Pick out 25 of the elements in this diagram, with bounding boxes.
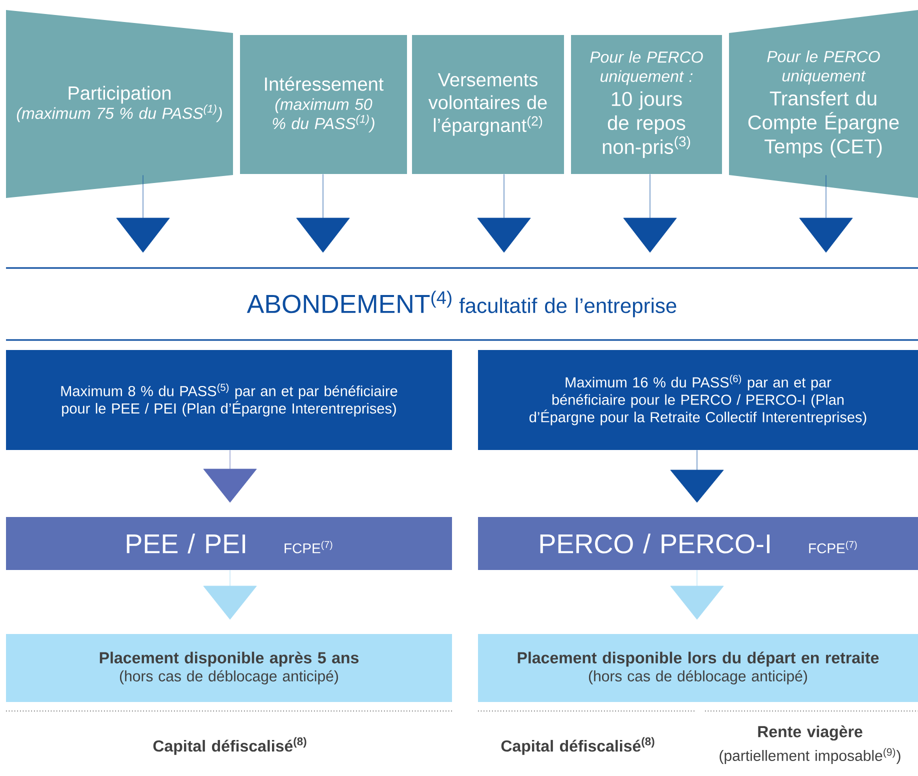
limit-box: Maximum 8 % du PASS$^{(5)}$ par an et par bénéficiaire pour le PEE / PEI (Plan d’Épargne Interentreprises)	[6, 350, 452, 450]
availability-box: Placement disponible après 5 ans (hors cas de déblocage anticipé)	[6, 634, 452, 702]
arrow	[670, 570, 724, 620]
arrow	[799, 174, 853, 253]
arrow	[623, 174, 677, 253]
arrow	[116, 174, 170, 253]
outcome-label: Rente viagère	[758, 725, 862, 741]
outcome-label: Capital défiscalisé$^{(8)}$	[153, 737, 306, 755]
arrow	[296, 174, 350, 253]
source-box: Pour le PERCO uniquement Transfert du Compte Épargne Temps (CET)	[729, 10, 918, 198]
outcome-label: Capital défiscalisé$^{(8)}$	[501, 737, 654, 755]
arrow	[203, 450, 257, 503]
availability-box: Placement disponible lors du départ en retraite (hors cas de déblocage anticipé)	[478, 634, 918, 702]
arrow	[203, 570, 257, 620]
outcome-label: (partiellement imposable$^{(9)}$)	[720, 748, 900, 764]
arrow	[670, 450, 724, 503]
plan-box: PEE / PEI FCPE$^{(7)}$	[6, 517, 452, 570]
source-box: Versements volontaires de l’épargnant$^{(2)}$	[412, 35, 564, 174]
source-box: Participation (maximum 75 % du PASS$^{(1)}$)	[6, 10, 233, 198]
contribution-band: ABONDEMENT$^{(4)}$ facultatif de l’entreprise	[6, 267, 918, 341]
source-box: Intéressement (maximum 50 % du PASS$^{(1)}$)	[240, 35, 407, 174]
plan-box: PERCO / PERCO-I FCPE$^{(7)}$	[478, 517, 918, 570]
limit-box: Maximum 16 % du PASS$^{(6)}$ par an et par bénéficiaire pour le PERCO / PERCO-I (Plan d’Épargne pour la Retraite Collectif Interentreprises)	[478, 350, 918, 450]
arrow	[477, 174, 531, 253]
source-box: Pour le PERCO uniquement : 10 jours de repos non-pris$^{(3)}$	[571, 35, 722, 174]
